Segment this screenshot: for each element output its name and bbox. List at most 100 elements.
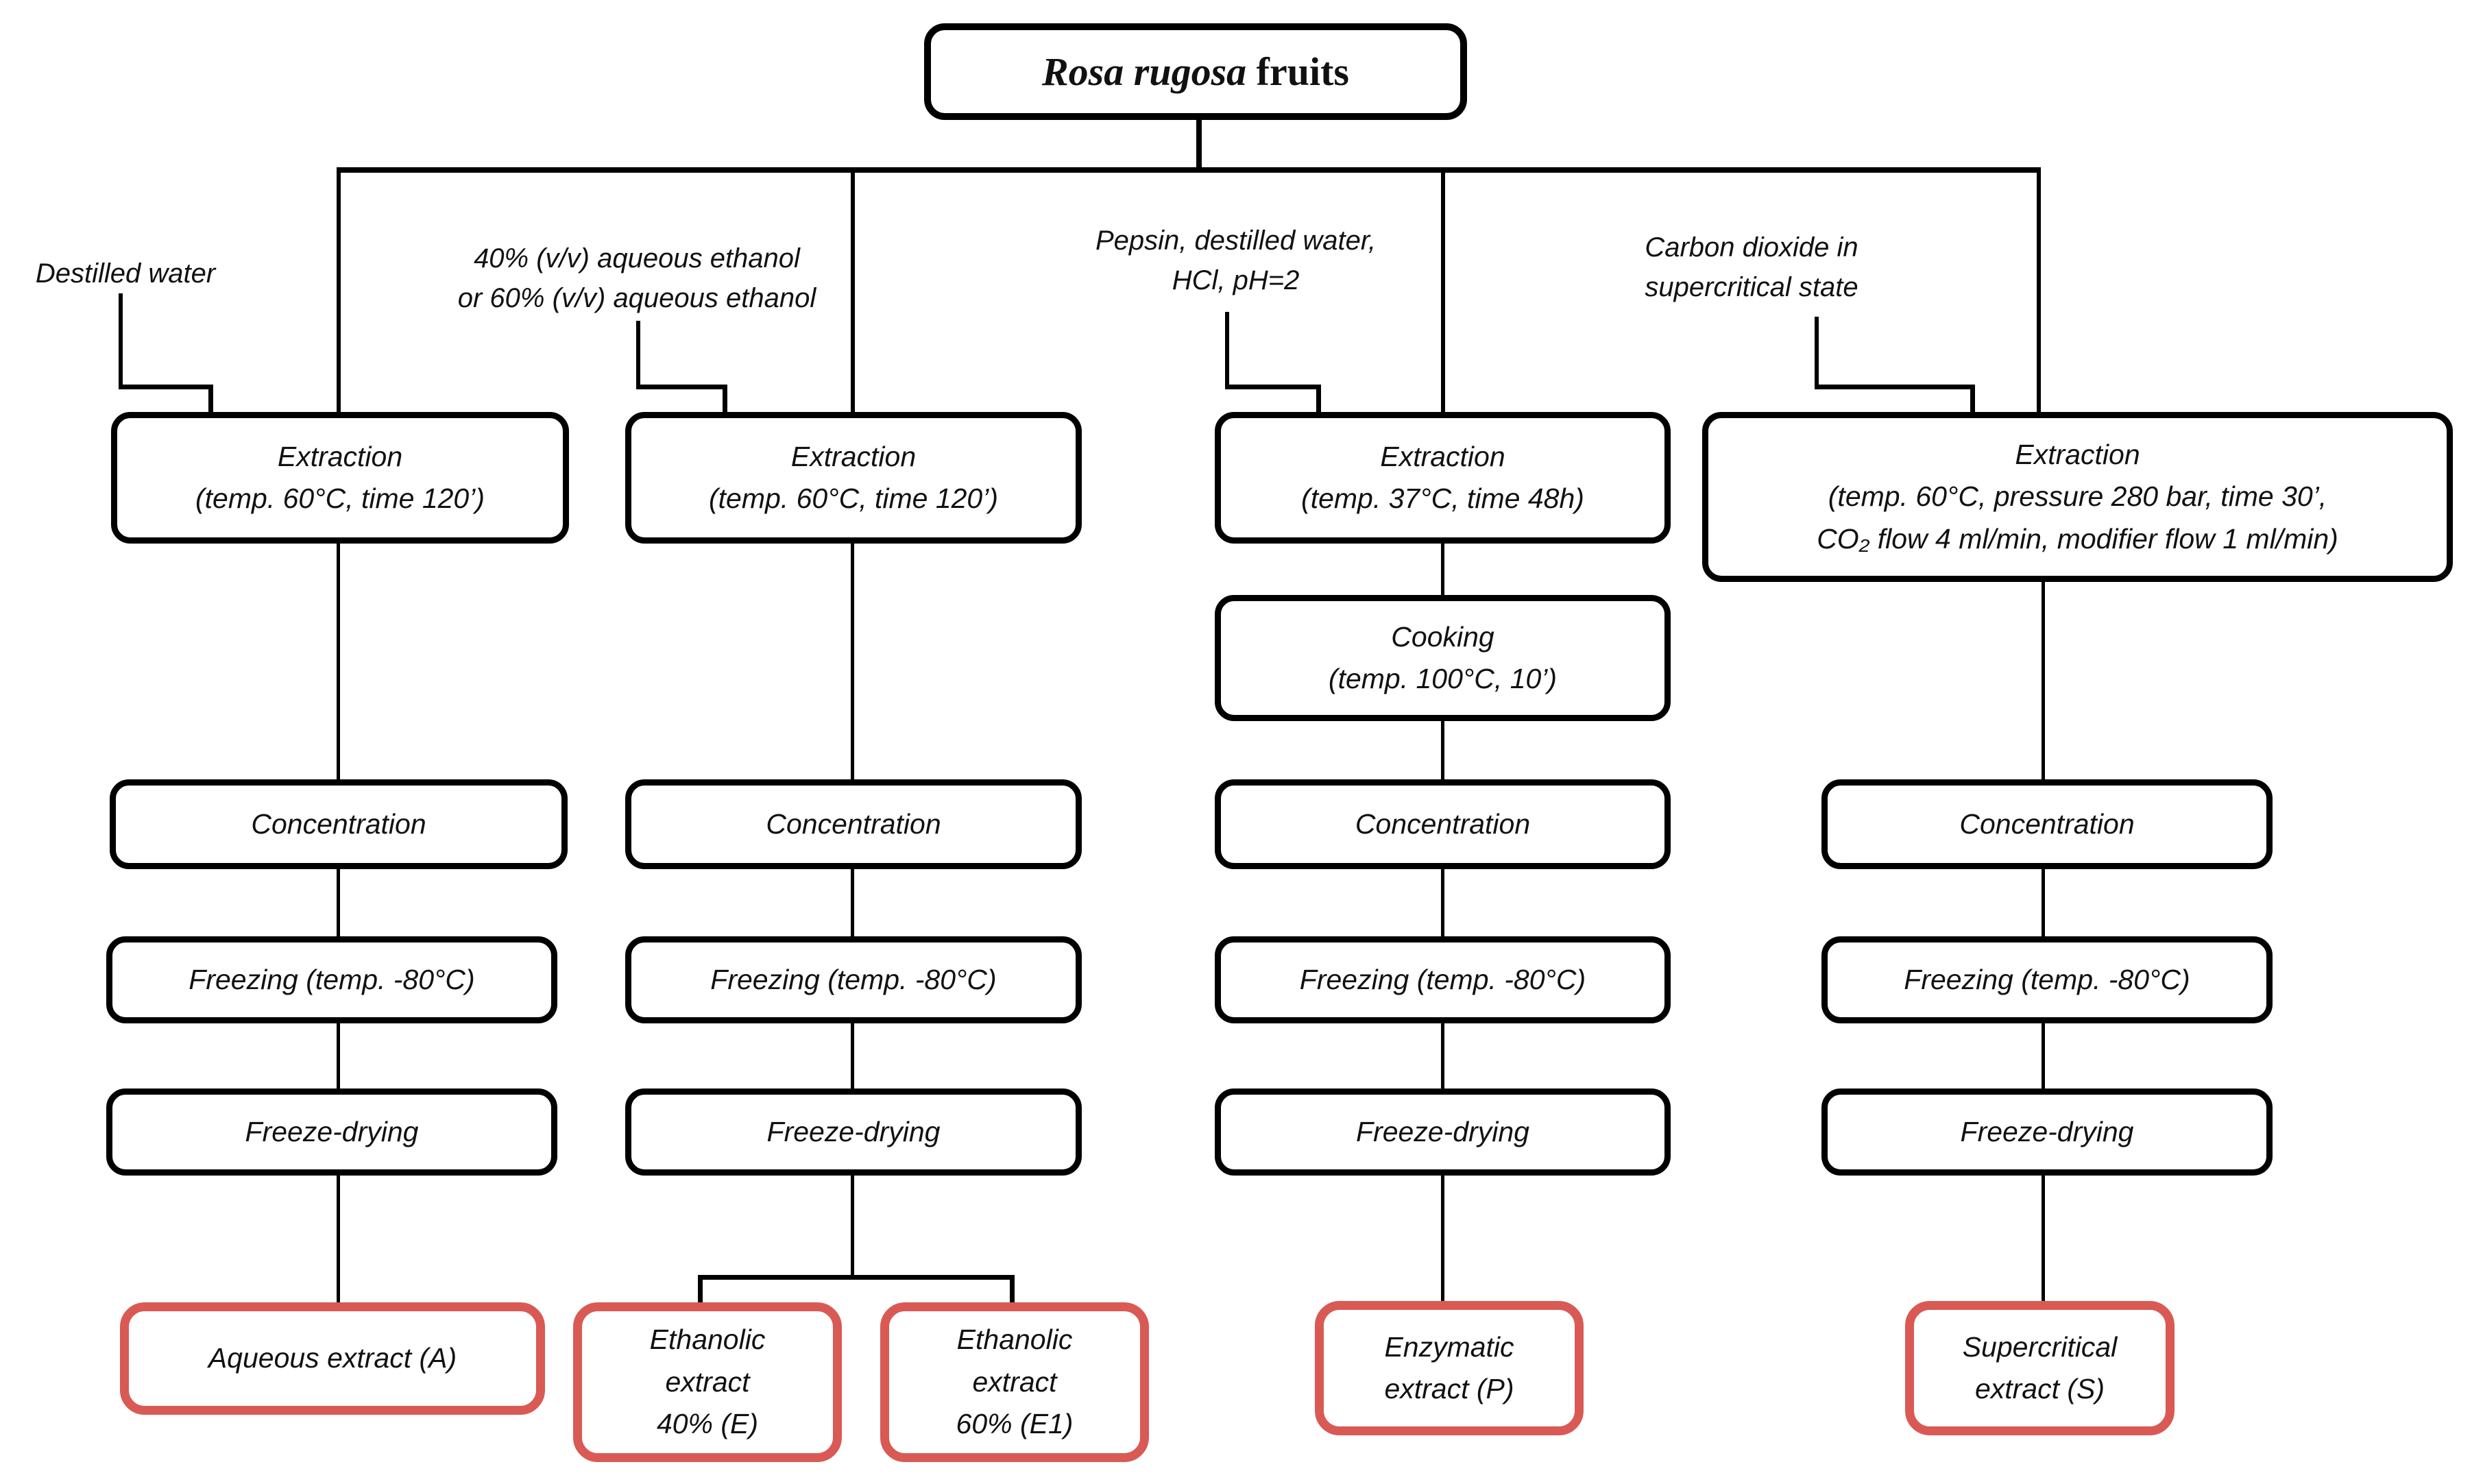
connector-branch2-conc-to-freezing [851,866,854,940]
connector-branch2-top-stem [851,167,855,414]
connector-branch4-fd-to-extract [2042,1173,2045,1304]
reagent-label-water: Destilled water [23,254,228,293]
box-line: Freezing (temp. -80°C) [710,963,997,995]
connector-branch1-fd-to-extract [337,1173,340,1305]
connector-branch4-ext-to-conc [2042,579,2045,782]
connector-branch4-reagent-elbow-v1 [1815,317,1819,389]
connector-branch1-ext-to-conc [337,542,340,782]
box-line: extract (S) [1974,1373,2105,1404]
page-title: Rosa rugosa fruits [1042,42,1349,101]
reagent-label-ethanol: 40% (v/v) aqueous ethanol or 60% (v/v) a… [449,239,825,318]
extraction-box-enzymatic: Extraction (temp. 37°C, time 48h) [1215,412,1671,544]
box-line: Freeze-drying [766,1115,941,1147]
box-line: Extraction [790,440,917,472]
connector-branch1-reagent-elbow-v2 [208,385,213,415]
connector-branch3-reagent-elbow-h [1225,385,1321,389]
label-line: Carbon dioxide in [1645,232,1858,263]
box-line: Ethanolic [956,1324,1073,1356]
label-line: Destilled water [35,258,216,289]
connector-branch4-top-stem [2037,167,2041,414]
connector-distribution-bar [337,167,2041,173]
connector-branch1-top-stem [337,167,341,414]
box-line: (temp. 60°C, time 120’) [709,483,998,514]
concentration-box-supercritical: Concentration [1821,779,2273,869]
connector-branch4-conc-to-freezing [2042,866,2045,940]
label-line: Pepsin, destilled water, [1095,226,1377,256]
box-line: (temp. 60°C, time 120’) [195,483,485,514]
box-line: Concentration [1959,807,2135,840]
reagent-label-pepsin: Pepsin, destilled water, HCl, pH=2 [1063,221,1409,300]
box-line: Freeze-drying [1356,1115,1529,1147]
box-line: Extraction [1380,440,1505,472]
connector-branch2-split-bar [698,1275,1015,1280]
connector-branch4-freezing-to-fd [2042,1021,2045,1092]
concentration-box-aqueous: Concentration [110,779,568,869]
freezing-box-aqueous: Freezing (temp. -80°C) [106,936,557,1023]
extract-box-ethanolic-40-E: Ethanolic extract 40% (E) [573,1302,842,1462]
connector-branch1-reagent-elbow-v1 [119,293,123,389]
freeze-drying-box-supercritical: Freeze-drying [1821,1088,2273,1176]
connector-branch3-top-stem [1441,167,1445,414]
title-species: Rosa rugosa [1042,49,1247,94]
box-line: Extraction [2015,438,2140,470]
box-line: (temp. 100°C, 10’) [1328,663,1558,694]
extraction-box-supercritical: Extraction (temp. 60°C, pressure 280 bar… [1702,412,2453,582]
box-line: extract (P) [1384,1373,1514,1404]
freeze-drying-box-aqueous: Freeze-drying [106,1088,557,1176]
box-line: Cooking [1391,620,1494,653]
box-line: Freeze-drying [245,1115,419,1147]
connector-branch3-fd-to-extract [1441,1173,1444,1304]
box-line: (temp. 37°C, time 48h) [1301,483,1584,514]
concentration-box-enzymatic: Concentration [1215,779,1671,869]
connector-branch2-split-left-drop [698,1275,703,1305]
freezing-box-ethanolic: Freezing (temp. -80°C) [625,936,1082,1023]
box-line: Freezing (temp. -80°C) [1904,963,2190,995]
extract-box-enzymatic-P: Enzymatic extract (P) [1315,1301,1584,1435]
freeze-drying-box-enzymatic: Freeze-drying [1215,1088,1671,1176]
extraction-box-aqueous: Extraction (temp. 60°C, time 120’) [111,412,569,544]
box-line: 40% (E) [656,1408,759,1440]
box-line: Ethanolic [649,1324,766,1356]
freezing-box-supercritical: Freezing (temp. -80°C) [1821,936,2273,1023]
reagent-label-co2: Carbon dioxide in supercritical state [1594,228,1909,307]
connector-branch2-freezing-to-fd [851,1021,854,1092]
label-line: or 60% (v/v) aqueous ethanol [457,283,816,313]
connector-branch4-reagent-elbow-v2 [1970,385,1975,415]
connector-branch4-reagent-elbow-h [1815,385,1975,389]
box-line: Supercritical [1962,1330,2118,1363]
connector-branch2-ext-to-conc [851,542,854,782]
label-line: supercritical state [1645,272,1858,302]
connector-branch3-reagent-elbow-v2 [1316,385,1321,415]
cooking-box: Cooking (temp. 100°C, 10’) [1215,595,1671,721]
box-line: Aqueous extract (A) [208,1342,457,1374]
label-line: HCl, pH=2 [1172,265,1300,295]
box-line: Enzymatic [1384,1330,1514,1363]
label-line: 40% (v/v) aqueous ethanol [474,243,800,273]
connector-branch2-reagent-elbow-h [636,385,727,389]
extract-box-ethanolic-60-E1: Ethanolic extract 60% (E1) [880,1302,1149,1462]
box-line: extract [665,1365,750,1398]
connector-branch3-reagent-elbow-v1 [1225,312,1229,389]
box-line: Concentration [251,807,426,840]
freeze-drying-box-ethanolic: Freeze-drying [625,1088,1082,1176]
box-line: Freezing (temp. -80°C) [1299,963,1586,995]
box-line: Extraction [277,440,403,472]
title-box: Rosa rugosa fruits [924,23,1467,120]
box-line: 60% (E1) [956,1408,1074,1440]
connector-branch3-cooking-to-conc [1441,718,1444,782]
connector-branch2-reagent-elbow-v1 [636,321,640,389]
connector-branch1-conc-to-freezing [337,866,340,940]
box-line: Concentration [1355,807,1531,840]
box-line: (temp. 60°C, pressure 280 bar, time 30’, [1828,481,2327,513]
box-line: Concentration [766,807,941,840]
connector-branch3-ext-to-cooking [1441,542,1444,598]
freezing-box-enzymatic: Freezing (temp. -80°C) [1215,936,1671,1023]
concentration-box-ethanolic: Concentration [625,779,1082,869]
title-rest: fruits [1246,49,1349,94]
connector-branch2-reagent-elbow-v2 [723,385,727,415]
box-line: extract [972,1365,1057,1398]
connector-branch2-split-right-drop [1010,1275,1015,1305]
connector-title-stem [1196,117,1202,173]
connector-branch1-reagent-elbow-h [119,385,213,389]
